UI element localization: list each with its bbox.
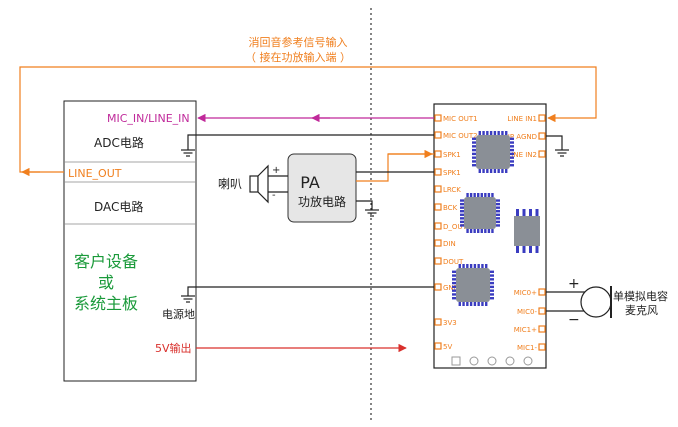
speaker-minus: -	[272, 190, 276, 201]
module-pin-label: MIC OUT1	[443, 115, 478, 123]
wire-gnd	[187, 286, 434, 296]
speaker-icon	[249, 164, 269, 204]
customer-board	[63, 100, 197, 382]
module-pin-label: MIC1-	[517, 344, 537, 352]
module-pin-label: 3V3	[443, 319, 457, 327]
mic-plus: +	[568, 276, 580, 292]
module-pin-pad	[538, 325, 546, 333]
echo-reference-note-line2: （ 接在功放输入端 ）	[245, 50, 351, 64]
ground-symbol-module	[555, 149, 569, 157]
module-pin-pad	[434, 185, 442, 193]
pa-title: PA	[300, 173, 320, 192]
module-pin-label: SPK1	[443, 151, 461, 159]
module-pin-label: SPK1	[443, 169, 461, 177]
pa-amplifier	[287, 153, 357, 223]
mic-minus: −	[568, 312, 580, 328]
module-pin-label: MIC0-	[517, 308, 537, 316]
mic-label-line1: 单模拟电容	[613, 289, 668, 303]
module-pin-pad	[538, 150, 546, 158]
module-pin-label: HP AGND	[505, 133, 537, 141]
module-pin-pad	[538, 343, 546, 351]
module-pin-label: DOUT	[443, 258, 464, 266]
chip-soic	[514, 209, 540, 253]
module-pin-pad	[434, 131, 442, 139]
module-pin-pad	[538, 114, 546, 122]
board-title-line1: 客户设备	[74, 252, 138, 271]
speaker-label: 喇叭	[218, 176, 242, 191]
module-pin-label: DIN	[443, 240, 456, 248]
module-pin-label: MIC0+	[514, 289, 537, 297]
module-pin-label: LINE IN2	[507, 151, 537, 159]
line-out-label: LINE_OUT	[68, 167, 122, 180]
ground-symbol-adc	[181, 149, 195, 157]
module-pin-pad	[434, 150, 442, 158]
module-pin-pad	[434, 239, 442, 247]
module-pin-pad	[434, 342, 442, 350]
microphone-icon	[580, 286, 612, 318]
echo-reference-note-line1: 消回音参考信号输入	[249, 35, 348, 49]
chip-bottom	[452, 264, 494, 306]
dac-label: DAC电路	[94, 199, 143, 214]
wire-spk1	[356, 153, 434, 182]
module-pin-label: BCK	[443, 204, 458, 212]
wire-hp-agnd	[546, 135, 563, 150]
module-pin-pad	[434, 114, 442, 122]
module-pin-label: 5V	[443, 343, 452, 351]
module-pin-pad	[434, 222, 442, 230]
module-pin-pad	[538, 307, 546, 315]
module-pin-pad	[434, 318, 442, 326]
ground-symbol-board	[181, 295, 195, 303]
pa-subtitle: 功放电路	[298, 194, 346, 209]
chip-top	[472, 131, 514, 173]
ground-symbol-pa	[365, 209, 379, 217]
chip-middle	[460, 193, 500, 233]
module-pin-pad	[434, 168, 442, 176]
board-title-line3: 系统主板	[74, 294, 138, 313]
speaker-plus: +	[272, 165, 280, 176]
module-mounting-holes	[451, 356, 533, 366]
ground-label: 电源地	[162, 307, 195, 321]
module-pin-pad	[434, 283, 442, 291]
module-pin-label: D_OUT	[443, 223, 468, 231]
wire-mic-out2	[187, 134, 434, 150]
board-title-line2: 或	[98, 273, 114, 292]
wire-pa-ground	[356, 200, 373, 210]
module-pin-label: MIC OUT2	[443, 132, 478, 140]
module-pin-label: LINE IN1	[507, 115, 537, 123]
module-pin-label: MIC1+	[514, 326, 537, 334]
adc-label: ADC电路	[94, 135, 144, 150]
module-pin-pad	[538, 132, 546, 140]
module-pin-label: GND	[443, 284, 459, 292]
power-label: 5V输出	[155, 341, 192, 355]
mic-in-label: MIC_IN/LINE_IN	[107, 112, 190, 125]
module-pin-pad	[538, 288, 546, 296]
module-pin-label: LRCK	[443, 186, 461, 194]
module-pin-pad	[434, 257, 442, 265]
mic-label-line2: 麦克风	[625, 304, 658, 317]
module-pin-pad	[434, 203, 442, 211]
